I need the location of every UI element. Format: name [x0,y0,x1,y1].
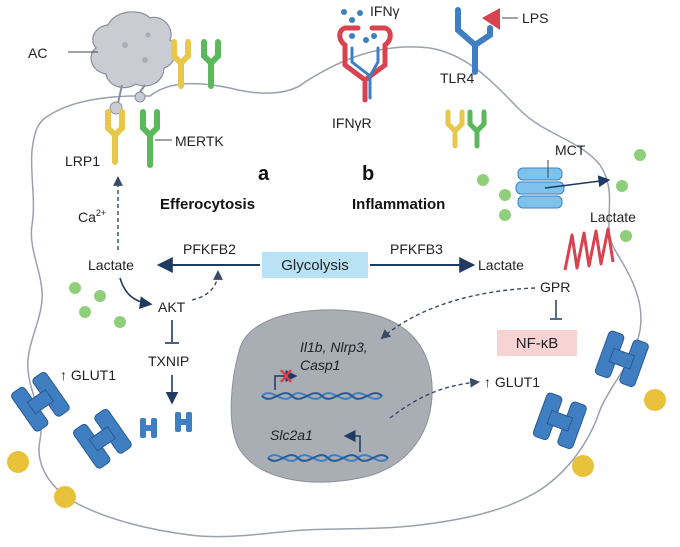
nucleus [230,309,433,483]
yellow-receptor-icon [445,109,465,149]
lactate-export-arrow [544,175,611,189]
akt-label: AKT [158,299,186,315]
panel-b-title: Inflammation [352,196,445,213]
gpr-label: GPR [540,279,570,295]
yellow-receptor-icon [171,39,191,89]
gpr-receptor-icon [563,227,615,271]
green-receptor-icon [201,39,221,89]
lps-icon [482,8,500,30]
genes-line1: Il1b, Nlrp3, [300,339,368,355]
ifng-label: IFNγ [370,3,400,19]
glut1-transporter-icon [532,330,649,449]
slc2a1-label: Slc2a1 [270,427,313,443]
nfkb-box [497,330,577,356]
glut1-right-label: ↑ GLUT1 [484,374,540,390]
green-receptor-icon [140,109,160,168]
lactate-dots-left [69,282,126,328]
panel-a-letter: a [258,163,270,185]
lactate-dots-right [477,149,646,242]
glut1-left-label: ↑ GLUT1 [60,367,116,383]
lactate-out-label: Lactate [590,209,636,225]
lactate-right-label: Lactate [478,257,524,273]
ifng-dots [341,9,377,43]
dna-icon [261,392,383,400]
green-receptor-icon [467,109,487,149]
tlr4-icon [455,7,493,75]
pfkfb3-label: PFKFB3 [390,241,443,257]
ifngr-label: IFNγR [332,115,372,131]
dna-icon [267,454,389,462]
tlr4-label: TLR4 [440,70,474,86]
lps-label: LPS [522,10,548,26]
slc2a1-to-glut1-arrow [389,377,480,419]
glut1-transporter-icon [140,412,192,438]
glucose-dots-right [572,389,666,477]
panel-b-letter: b [362,163,374,185]
glut1-transporter-icon [11,371,132,469]
gpr-to-nucleus-arrow [380,287,536,340]
akt-feedback-arrow [191,270,223,301]
glucose-dots-left [7,451,76,508]
panel-a-title: Efferocytosis [160,196,255,213]
glycolysis-label: Glycolysis [281,257,349,274]
ifng-receptor-icon [337,25,393,103]
ac-label: AC [28,45,47,61]
inhibition-x-icon [280,369,292,383]
lrp1-label: LRP1 [65,153,100,169]
calcium-label: Ca2+ [78,208,106,225]
yellow-receptor-icon [105,109,125,165]
genes-line2: Casp1 [300,357,340,373]
lactate-left-label: Lactate [88,257,134,273]
pfkfb2-label: PFKFB2 [183,241,236,257]
glycolysis-box [262,252,368,278]
mct-transporter-icon [515,167,565,209]
mct-label: MCT [555,142,586,158]
nfkb-label: NF-κB [516,335,559,352]
apoptotic-cell-icon [90,11,177,115]
txnip-label: TXNIP [148,353,189,369]
lactate-to-akt-arrow [119,277,153,309]
mertk-label: MERTK [175,133,224,149]
